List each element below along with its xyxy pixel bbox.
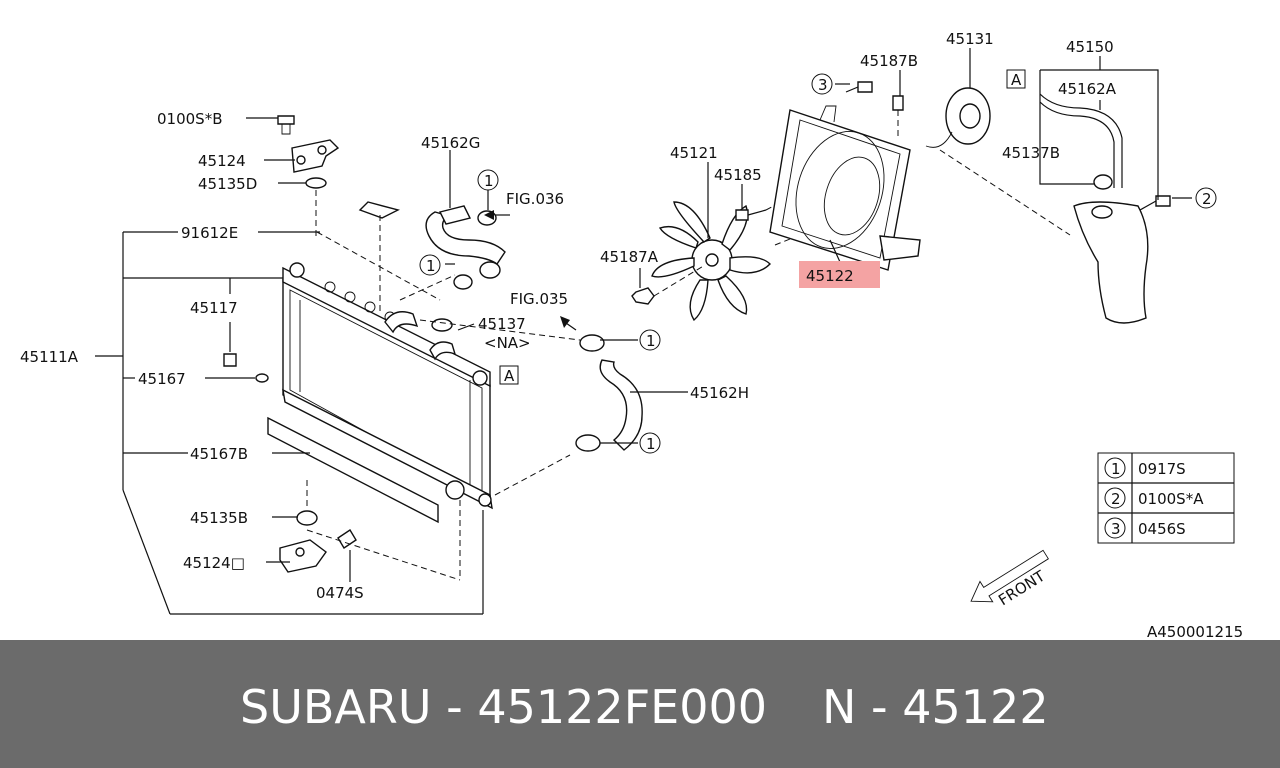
label-45167b: 45167B [190,445,248,463]
label-45135d: 45135D [198,175,257,193]
reservoir-tank [1039,93,1149,324]
legend-code-1: 0917S [1138,460,1186,478]
highlight-45122 [799,261,880,288]
legend-num-2: 2 [1111,490,1121,508]
ref-a-right: A [1011,71,1022,89]
radiator-cap [431,318,453,332]
fan-shroud [769,105,921,271]
bolt-45185 [735,209,749,221]
drawing-number: A450001215 [1147,623,1243,640]
leader-lines [95,48,1192,615]
fan [651,201,771,322]
label-45137: 45137 [478,315,526,333]
label-45162a: 45162A [1058,80,1117,98]
plate-91612e [358,201,400,219]
drain-plug [223,353,237,367]
arrow-fig036 [484,210,494,220]
label-45162h: 45162H [690,384,749,402]
ref-box-a-left [499,365,519,385]
label-45124-lower: 45124□ [183,554,245,572]
label-45131: 45131 [946,30,994,48]
legend-table [1097,452,1235,544]
label-na: <NA> [484,334,531,352]
lower-bracket [279,480,357,573]
label-45124-upper: 45124 [198,152,246,170]
label-fig035: FIG.035 [510,290,568,308]
clip-45187b [892,95,904,111]
callout-1-lower: 1 [646,435,656,453]
upper-bracket [277,115,340,240]
label-45111a: 45111A [20,348,79,366]
fan-motor [925,87,1071,236]
label-45121: 45121 [670,144,718,162]
label-0100s-b: 0100S*B [157,110,223,128]
label-45187a: 45187A [600,248,659,266]
parts-diagram: 1 1 1 1 3 2 A A 0100S*B 45124 45135D 916… [20,30,1244,640]
label-0474s: 0474S [316,584,364,602]
callout-1-fig035: 1 [646,332,656,350]
callout-circles [419,73,1217,454]
label-45162g: 45162G [421,134,480,152]
label-91612e: 91612E [181,224,238,242]
bolt-3 [857,81,873,93]
seal-strip [267,416,439,524]
reference-number: N - 45122 [822,680,1049,734]
nut-45187a [631,287,655,305]
ref-box-a-right [1006,69,1026,89]
brand-part-number: SUBARU - 45122FE000 [240,680,768,734]
callout-1-upper: 1 [484,172,494,190]
label-45185: 45185 [714,166,762,184]
legend-code-2: 0100S*A [1138,490,1204,508]
lower-hose [575,334,643,452]
footer-banner: SUBARU - 45122FE000 N - 45122 [0,640,1280,768]
bolt-2 [1155,195,1171,207]
legend-code-3: 0456S [1138,520,1186,538]
label-front: FRONT [995,566,1049,609]
radiator [282,262,493,510]
ref-a-left: A [504,367,515,385]
legend-num-3: 3 [1111,520,1121,538]
arrow-fig035 [560,316,570,328]
callout-1-hose: 1 [426,257,436,275]
callout-2: 2 [1202,190,1212,208]
o-ring [255,373,269,383]
legend-num-1: 1 [1111,460,1121,478]
label-45150: 45150 [1066,38,1114,56]
label-45167: 45167 [138,370,186,388]
callout-3: 3 [818,76,828,94]
label-45187b: 45187B [860,52,918,70]
label-fig036: FIG.036 [506,190,564,208]
label-45137b: 45137B [1002,144,1060,162]
label-45117: 45117 [190,299,238,317]
front-arrow [970,549,1049,603]
label-45135b: 45135B [190,509,248,527]
label-45122: 45122 [806,267,854,285]
